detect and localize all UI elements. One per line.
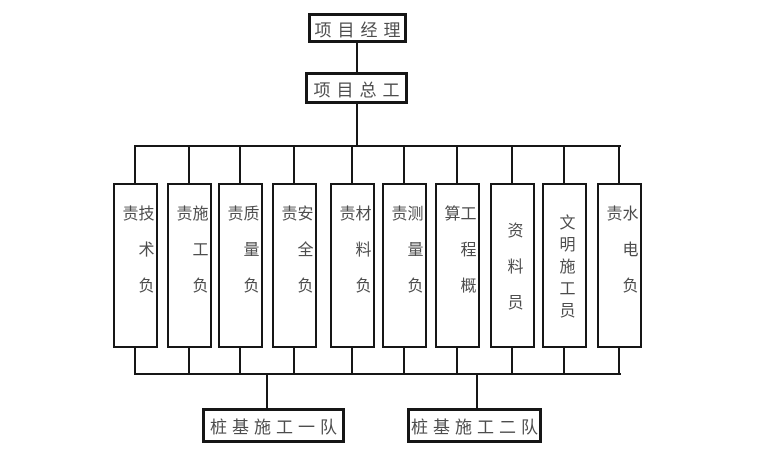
dept-riser-line-safety	[293, 346, 295, 375]
team-drop-line-1	[266, 373, 268, 410]
dept-box-construction: 施工负责	[167, 183, 212, 348]
dept-drop-line-documentation	[511, 145, 513, 185]
dept-drop-line-safety	[293, 145, 295, 185]
dept-box-utilities: 水电负责	[597, 183, 642, 348]
connector-chief-to-bus	[356, 104, 358, 147]
dept-riser-line-civilized	[563, 346, 565, 375]
connector-root-to-chief	[356, 43, 358, 72]
dept-box-label: 技术负责	[119, 205, 153, 313]
team-box-pile-team-1: 桩基施工一队	[202, 408, 345, 443]
team-drop-line-2	[476, 373, 478, 410]
dept-box-label: 文明施工员	[556, 213, 574, 324]
dept-box-label: 安全负责	[278, 205, 312, 313]
dept-box-civilized-construction: 文明施工员	[542, 183, 587, 348]
dept-drop-line-construction	[188, 145, 190, 185]
dept-box-label: 材料负责	[336, 205, 370, 313]
dept-riser-line-budget	[456, 346, 458, 375]
dept-box-safety: 安全负责	[272, 183, 317, 348]
dept-box-label: 水电负责	[603, 205, 637, 313]
dept-box-materials: 材料负责	[330, 183, 375, 348]
chief-box-chief-engineer: 项目总工	[305, 72, 408, 104]
dept-box-documentation: 资料员	[490, 183, 535, 348]
dept-box-technical: 技术负责	[113, 183, 158, 348]
dept-riser-line-utilities	[618, 346, 620, 375]
team-box-label: 桩基施工一队	[210, 418, 342, 437]
dept-box-label: 工程概算	[441, 205, 475, 313]
dept-drop-line-technical	[134, 145, 136, 185]
dept-drop-line-surveying	[403, 145, 405, 185]
top-bus-line	[134, 145, 621, 147]
root-box-project-manager: 项目经理	[308, 13, 407, 43]
dept-box-surveying: 测量负责	[382, 183, 427, 348]
dept-box-label: 质量负责	[224, 205, 258, 313]
dept-drop-line-civilized	[563, 145, 565, 185]
dept-riser-line-technical	[134, 346, 136, 375]
root-box-label: 项目经理	[314, 20, 407, 40]
bottom-bus-line	[134, 373, 621, 375]
dept-box-label: 测量负责	[388, 205, 422, 313]
dept-riser-line-documentation	[511, 346, 513, 375]
dept-drop-line-quality	[239, 145, 241, 185]
dept-box-quality: 质量负责	[218, 183, 263, 348]
dept-box-label: 资料员	[504, 221, 522, 330]
team-box-label: 桩基施工二队	[411, 418, 543, 437]
chief-box-label: 项目总工	[313, 80, 406, 100]
dept-drop-line-budget	[456, 145, 458, 185]
dept-riser-line-construction	[188, 346, 190, 375]
dept-drop-line-utilities	[618, 145, 620, 185]
dept-riser-line-surveying	[403, 346, 405, 375]
dept-drop-line-materials	[351, 145, 353, 185]
dept-box-label: 施工负责	[173, 205, 207, 313]
dept-riser-line-materials	[351, 346, 353, 375]
dept-riser-line-quality	[239, 346, 241, 375]
team-box-pile-team-2: 桩基施工二队	[407, 408, 542, 443]
dept-box-budget: 工程概算	[435, 183, 480, 348]
